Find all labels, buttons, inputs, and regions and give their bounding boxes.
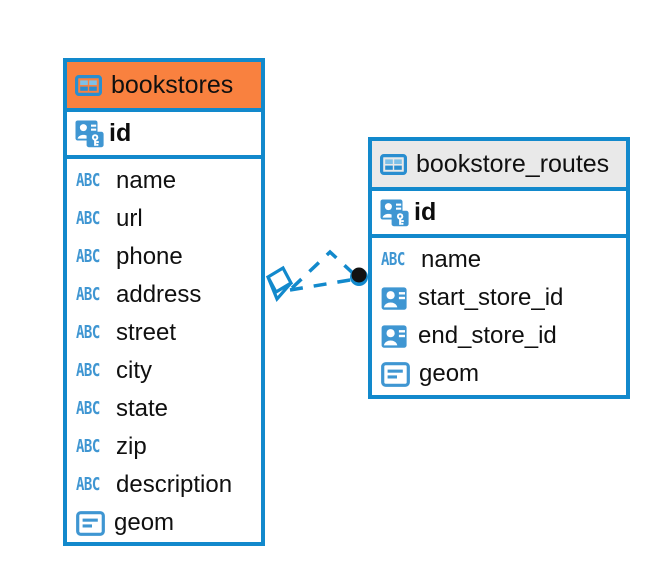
column-row-city[interactable]: ABC city [67,352,261,390]
abc-text-icon: ABC [76,171,100,191]
column-row-zip[interactable]: ABC zip [67,428,261,466]
column-label-name: name [116,167,177,194]
column-label-start-store-id: start_store_id [418,284,564,311]
column-list-bookstore-routes: ABC name start_store_id [372,238,626,395]
column-row-id[interactable]: id [67,112,261,159]
primary-key-icon [75,120,105,148]
column-row-phone[interactable]: ABC phone [67,238,261,276]
column-list-bookstores: ABC name ABC url ABC phone ABC address A… [67,159,261,544]
table-grid-icon [75,74,102,96]
column-row-start-store-id[interactable]: start_store_id [372,279,626,317]
column-row-url[interactable]: ABC url [67,200,261,238]
column-label-end-store-id: end_store_id [418,322,557,349]
column-row-geom[interactable]: geom [372,355,626,393]
abc-text-icon: ABC [76,323,100,343]
entity-title-bookstore-routes: bookstore_routes [416,149,610,178]
crows-foot-diamond-marker [265,265,294,303]
column-row-street[interactable]: ABC street [67,314,261,352]
abc-text-icon: ABC [76,399,100,419]
entity-table-bookstores[interactable]: bookstores id [63,58,265,546]
foreign-key-icon [381,286,409,311]
column-label-geom: geom [114,509,175,536]
column-label-city: city [116,357,152,384]
abc-text-icon: ABC [76,285,100,305]
primary-key-icon [380,199,410,227]
geometry-icon [381,361,410,387]
abc-text-icon: ABC [381,250,405,270]
column-label-street: street [116,319,177,346]
column-row-end-store-id[interactable]: end_store_id [372,317,626,355]
entity-title-bookstores: bookstores [111,70,234,99]
entity-header-bookstores[interactable]: bookstores [67,62,261,112]
column-label-zip: zip [116,433,147,460]
relationship-line-lower [289,277,357,292]
column-row-name[interactable]: ABC name [372,241,626,279]
column-row-id[interactable]: id [372,191,626,238]
geometry-icon [76,510,105,536]
column-label-geom: geom [419,360,480,387]
column-row-state[interactable]: ABC state [67,390,261,428]
column-row-address[interactable]: ABC address [67,276,261,314]
abc-text-icon: ABC [76,209,100,229]
column-label-name: name [421,246,482,273]
column-label-description: description [116,471,233,498]
column-label-id: id [414,198,437,226]
abc-text-icon: ABC [76,475,100,495]
abc-text-icon: ABC [76,361,100,381]
table-grid-icon [380,153,407,175]
column-label-phone: phone [116,243,183,270]
abc-text-icon: ABC [76,247,100,267]
column-label-state: state [116,395,169,422]
relationship-line-upper [290,249,358,290]
entity-header-bookstore-routes[interactable]: bookstore_routes [372,141,626,191]
column-row-geom[interactable]: geom [67,504,261,542]
filled-circle-marker [350,267,368,286]
column-row-name[interactable]: ABC name [67,162,261,200]
column-label-url: url [116,205,143,232]
foreign-key-icon [381,324,409,349]
abc-text-icon: ABC [76,437,100,457]
column-row-description[interactable]: ABC description [67,466,261,504]
entity-table-bookstore-routes[interactable]: bookstore_routes id [368,137,630,399]
column-label-id: id [109,119,132,147]
column-label-address: address [116,281,202,308]
